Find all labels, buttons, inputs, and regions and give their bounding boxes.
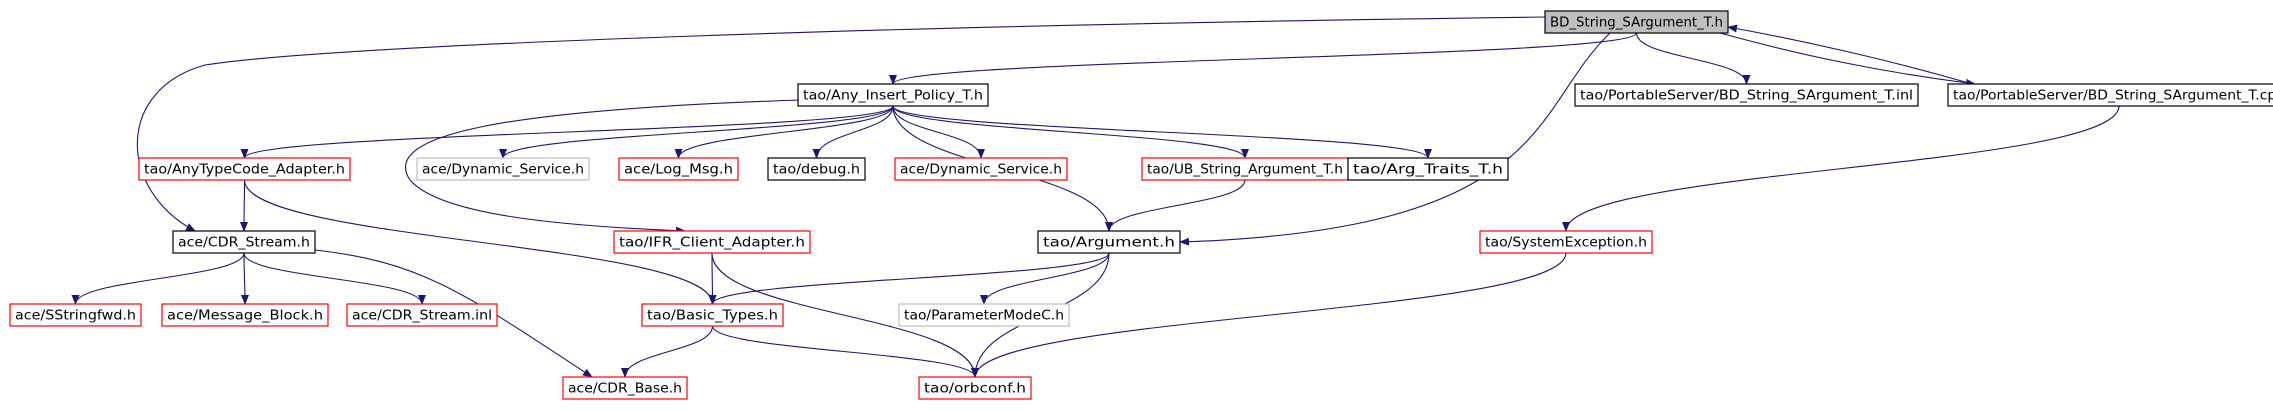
edge-anytc-to-basic_types [243,179,717,305]
node-label: tao/AnyTypeCode_Adapter.h [144,163,345,178]
node-basic_types[interactable]: tao/Basic_Types.h [641,303,784,327]
node-root[interactable]: BD_String_SArgument_T.h [1544,10,1729,34]
edge-root-to-cdr_stream [136,16,1549,232]
node-label: tao/debug.h [773,163,860,178]
node-box [1544,10,1729,34]
node-cdr_stream[interactable]: ace/CDR_Stream.h [172,230,316,254]
node-label: tao/UB_String_Argument_T.h [1147,163,1343,178]
node-arg_traits[interactable]: tao/Arg_Traits_T.h [1347,157,1509,181]
node-box [641,303,784,327]
node-ps_cpp[interactable]: tao/PortableServer/BD_String_SArgument_T… [1947,83,2273,107]
node-label: ace/Dynamic_Service.h [900,163,1062,178]
node-label: ace/SStringfwd.h [15,309,136,324]
node-box [1347,157,1509,181]
node-label: tao/IFR_Client_Adapter.h [619,236,805,251]
edge-any_insert-to-ub_string [892,105,1249,159]
node-label: tao/PortableServer/BD_String_SArgument_T… [1580,89,1913,104]
node-label: tao/ParameterModeC.h [904,309,1064,324]
node-box [161,303,329,327]
node-parammode: tao/ParameterModeC.h [898,303,1070,327]
edge-any_insert-to-logmsg [674,105,894,159]
node-label: ace/CDR_Stream.inl [352,309,492,324]
node-box [618,157,739,181]
node-msgblock[interactable]: ace/Message_Block.h [161,303,329,327]
edge-root-to-ps_inl [1635,32,1751,85]
edge-root-to-ps_cpp [1719,32,1976,87]
node-box [9,303,142,327]
node-box [894,157,1068,181]
edge-any_insert-to-dyn_gray [499,105,894,159]
dependency-edges [71,16,2120,378]
node-box [1947,83,2273,107]
node-box [346,303,498,327]
edge-ub_string-to-argument [1105,179,1246,232]
edge-any_insert-to-ifr_client [405,99,801,235]
node-label: ace/CDR_Stream.h [178,236,310,251]
node-box [172,230,316,254]
node-label: tao/orbconf.h [924,382,1026,397]
node-dyn_gray: ace/Dynamic_Service.h [416,157,590,181]
edge-sysexc-to-orbconf [971,252,1567,378]
node-anytc[interactable]: tao/AnyTypeCode_Adapter.h [138,157,351,181]
node-label: ace/Dynamic_Service.h [422,163,584,178]
node-label: ace/CDR_Base.h [568,382,682,397]
edge-any_insert-to-debug [812,105,894,159]
node-ub_string[interactable]: tao/UB_String_Argument_T.h [1141,157,1349,181]
node-label: ace/Message_Block.h [167,309,323,324]
node-label: tao/Any_Insert_Policy_T.h [803,89,983,104]
node-box [898,303,1070,327]
edge-any_insert-to-dyn_red [892,105,985,159]
node-debug[interactable]: tao/debug.h [767,157,866,181]
edge-ps_cpp-to-root [1727,24,1973,85]
node-ps_inl[interactable]: tao/PortableServer/BD_String_SArgument_T… [1574,83,1919,107]
node-box [1479,230,1653,254]
edge-root-to-any_insert [889,32,1638,85]
node-orbconf[interactable]: tao/orbconf.h [918,376,1032,400]
node-dyn_red[interactable]: ace/Dynamic_Service.h [894,157,1068,181]
node-cdr_base[interactable]: ace/CDR_Base.h [562,376,688,400]
node-box [613,230,811,254]
node-label: ace/Log_Msg.h [624,163,733,178]
edge-any_insert-to-arg_traits [892,105,1432,159]
edge-cdr_stream-to-msgblock [240,252,249,305]
node-cdr_inl[interactable]: ace/CDR_Stream.inl [346,303,498,327]
node-label: tao/Argument.h [1043,236,1175,251]
node-box [138,157,351,181]
node-label: tao/Arg_Traits_T.h [1353,163,1503,178]
node-argument[interactable]: tao/Argument.h [1037,230,1181,254]
edge-argument-to-basic_types [708,252,1110,305]
node-sysexc[interactable]: tao/SystemException.h [1479,230,1653,254]
node-label: tao/Basic_Types.h [647,309,778,324]
node-box [1574,83,1919,107]
node-box [1037,230,1181,254]
edge-argument-to-parammode [980,252,1110,305]
edge-ps_cpp-to-sysexc [1562,105,2120,232]
edge-cdr_stream-to-sstringfwd [71,252,245,305]
edge-ifr_client-to-orbconf [711,252,979,378]
edge-root-to-argument [1179,32,1611,246]
edge-anytc-to-cdr_stream [240,179,249,232]
edge-cdr_stream-to-cdr_inl [243,252,426,305]
node-label: tao/PortableServer/BD_String_SArgument_T… [1953,89,2273,104]
edge-ifr_client-to-basic_types [708,252,717,305]
edge-basic_types-to-cdr_base [621,325,714,378]
edge-any_insert-to-anytc [240,105,894,159]
node-any_insert[interactable]: tao/Any_Insert_Policy_T.h [797,83,989,107]
node-box [562,376,688,400]
node-logmsg[interactable]: ace/Log_Msg.h [618,157,739,181]
node-box [918,376,1032,400]
node-box [767,157,866,181]
edge-basic_types-to-orbconf [711,325,979,378]
file-nodes: BD_String_SArgument_T.h tao/Any_Insert_Po… [9,10,2273,400]
node-sstringfwd[interactable]: ace/SStringfwd.h [9,303,142,327]
node-box [797,83,989,107]
node-box [416,157,590,181]
node-label: BD_String_SArgument_T.h [1550,16,1723,31]
edge-cdr_stream-to-cdr_base [314,249,593,378]
node-label: tao/SystemException.h [1485,236,1647,251]
node-ifr_client[interactable]: tao/IFR_Client_Adapter.h [613,230,811,254]
